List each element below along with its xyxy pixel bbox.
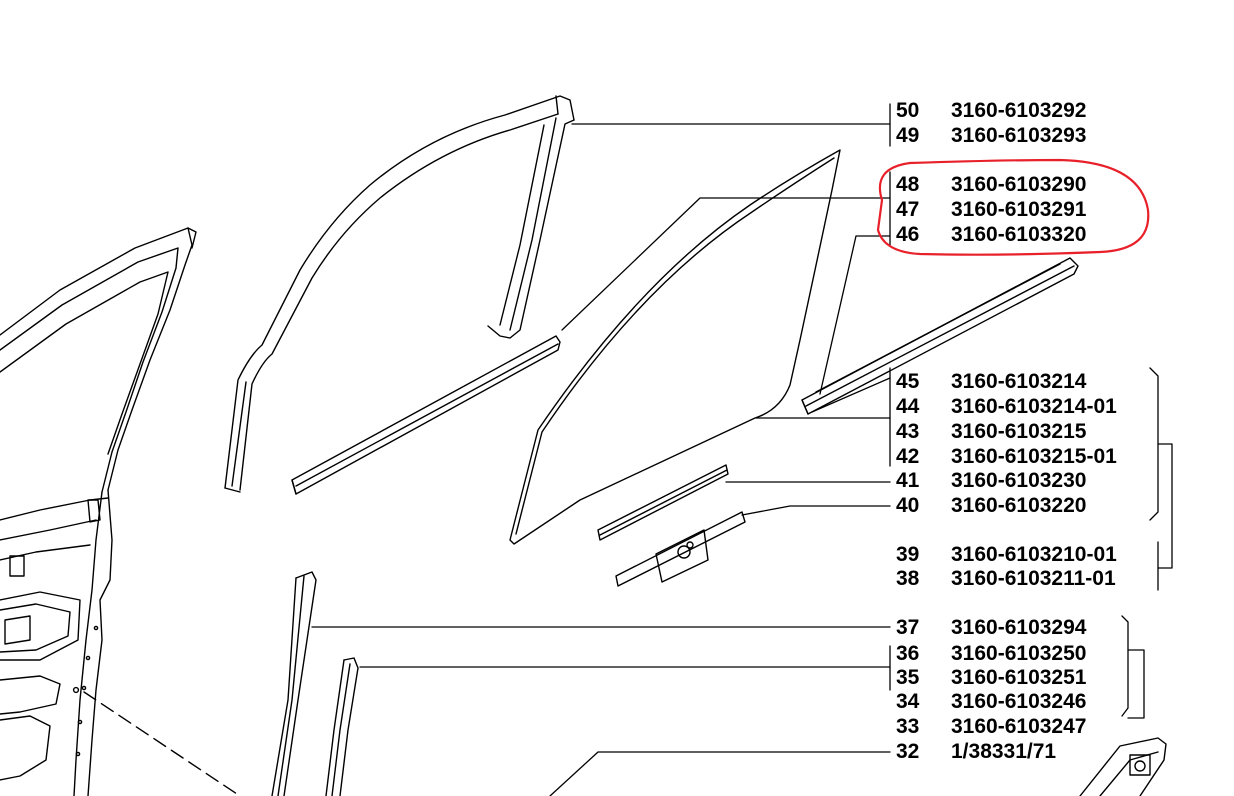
part-code: 3160-6103320: [951, 223, 1087, 246]
highlight-ellipse: [876, 158, 1150, 256]
part-code: 3160-6103250: [951, 642, 1087, 665]
window-channel-seal: [224, 95, 575, 493]
part-number: 44: [896, 395, 920, 418]
part-number: 49: [896, 124, 920, 147]
part-number: 46: [896, 223, 920, 246]
part-number: 34: [896, 690, 920, 713]
part-number: 47: [896, 198, 920, 221]
part-number: 37: [896, 616, 920, 639]
part-code: 3160-6103292: [951, 99, 1087, 122]
part-code: 3160-6103230: [951, 469, 1087, 492]
part-code: 3160-6103251: [951, 666, 1087, 689]
part-code: 3160-6103215: [951, 420, 1087, 443]
part-number: 33: [896, 715, 920, 738]
part-code: 3160-6103291: [951, 198, 1087, 221]
part-number: 35: [896, 666, 920, 689]
rear-glass-run: [271, 571, 317, 796]
inner-weatherstrip: [801, 257, 1079, 415]
part-number: 50: [896, 99, 920, 122]
part-number: 36: [896, 642, 920, 665]
door-glass: [509, 149, 841, 545]
front-glass-run: [325, 657, 359, 796]
part-code: 3160-6103247: [951, 715, 1087, 738]
part-number: 40: [896, 494, 920, 517]
dashed-guide-line: [83, 691, 241, 796]
part-code: 3160-6103220: [951, 494, 1087, 517]
leader-lines: [311, 103, 1173, 796]
part-number: 39: [896, 543, 920, 566]
glass-lift-channel: [597, 464, 729, 541]
part-number: 42: [896, 445, 920, 468]
part-code: 3160-6103294: [951, 616, 1087, 639]
part-number: 41: [896, 469, 920, 492]
part-code: 3160-6103293: [951, 124, 1087, 147]
part-code: 3160-6103290: [951, 173, 1087, 196]
part-code: 1/38331/71: [951, 740, 1057, 763]
part-code: 3160-6103215-01: [951, 445, 1117, 468]
door-frame-outline: [0, 227, 197, 796]
part-number: 32: [896, 740, 920, 763]
outer-weatherstrip: [291, 335, 561, 495]
door-trim-part: [1079, 737, 1167, 796]
part-number: 48: [896, 173, 920, 196]
part-code: 3160-6103214: [951, 370, 1087, 393]
part-code: 3160-6103210-01: [951, 543, 1117, 566]
part-number: 38: [896, 567, 920, 590]
part-code: 3160-6103214-01: [951, 395, 1117, 418]
glass-lift-bracket: [615, 511, 746, 587]
part-code: 3160-6103246: [951, 690, 1087, 713]
part-number: 43: [896, 420, 920, 443]
part-number: 45: [896, 370, 920, 393]
part-code: 3160-6103211-01: [951, 567, 1116, 590]
